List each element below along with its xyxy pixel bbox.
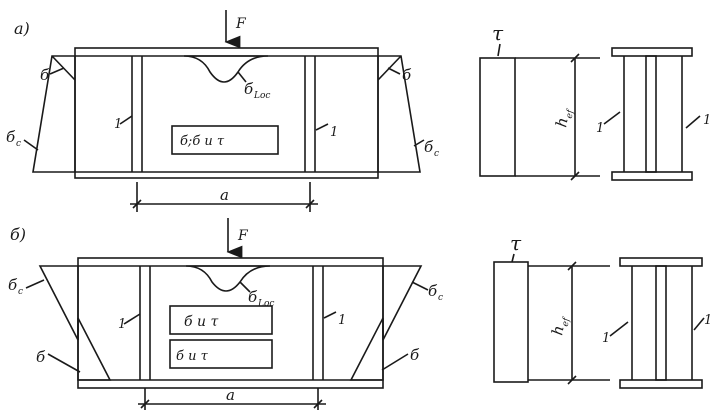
- svg-text:б;б u τ: б;б u τ: [180, 134, 225, 149]
- force-label-b: F: [237, 228, 249, 244]
- sigma-right-b: б: [410, 346, 420, 364]
- sigma-loc-label-b: б Loc: [239, 281, 274, 309]
- stiffener-right-label-a: 1: [330, 125, 338, 140]
- hef-label-b: h: [548, 324, 567, 337]
- stress-box-b1: б u τ: [169, 305, 273, 335]
- svg-text:б u τ: б u τ: [176, 349, 209, 364]
- dimension-a-b: a: [138, 386, 326, 410]
- stress-box-a: б;б u τ: [171, 125, 279, 155]
- panel-a: a) F 1 1 б Loc: [6, 10, 711, 212]
- svg-text:ef: ef: [561, 315, 573, 327]
- svg-text:б: б: [424, 138, 434, 156]
- sigma-c-left-b: б c: [8, 276, 45, 297]
- svg-text:c: c: [438, 293, 443, 303]
- force-arrow-a: F: [224, 10, 247, 49]
- sigma-c-right-b: б c: [411, 281, 443, 303]
- left-stress-diagram-b: [38, 265, 112, 381]
- sigma-c-right-a: б c: [413, 138, 439, 159]
- panel-b: б) F 1 1 б Loc: [8, 218, 711, 410]
- svg-text:б u τ: б u τ: [184, 314, 218, 330]
- spacing-label-a: a: [220, 186, 229, 204]
- svg-text:ef: ef: [565, 107, 577, 119]
- stiffener-left-a: [131, 56, 143, 172]
- force-arrow-b: F: [226, 218, 249, 259]
- tau-label-a: τ: [492, 21, 504, 45]
- stress-box-b2: б u τ: [169, 339, 273, 369]
- stiffener-left-label-b: 1: [118, 317, 126, 332]
- tau-diagram-b: τ: [493, 231, 529, 383]
- section-a: 1 1: [596, 47, 711, 181]
- svg-text:б: б: [8, 276, 18, 294]
- svg-text:c: c: [18, 287, 23, 297]
- sigma-right-a: б: [402, 66, 412, 84]
- tau-diagram-a: τ: [479, 21, 516, 177]
- svg-text:б: б: [428, 282, 438, 300]
- panel-a-label: a): [14, 19, 30, 38]
- section-stiffener-left-a: 1: [596, 121, 604, 136]
- stiffener-right-b: [312, 266, 324, 380]
- svg-text:б: б: [248, 288, 258, 306]
- sigma-left-a: б: [40, 66, 50, 84]
- svg-text:Loc: Loc: [253, 91, 270, 101]
- spacing-label-b: a: [226, 386, 235, 404]
- dimension-a-a: a: [130, 182, 318, 212]
- sigma-loc-diagram-b: [185, 265, 271, 292]
- stiffener-right-label-b: 1: [338, 313, 346, 328]
- svg-text:б: б: [6, 128, 16, 146]
- stiffener-left-label-a: 1: [114, 117, 122, 132]
- sigma-c-left-a: б c: [6, 128, 39, 151]
- right-stress-diagram-b: [349, 265, 423, 381]
- svg-text:c: c: [434, 149, 439, 159]
- svg-text:б: б: [244, 80, 254, 98]
- svg-text:Loc: Loc: [257, 299, 274, 309]
- section-b: 1 1: [602, 257, 711, 389]
- hef-dimension-a: h ef: [515, 53, 600, 181]
- sigma-left-b: б: [36, 348, 46, 366]
- stiffener-right-a: [304, 56, 316, 172]
- panel-b-label: б): [10, 225, 26, 244]
- section-stiffener-left-b: 1: [602, 331, 610, 346]
- hef-dimension-b: h ef: [528, 261, 610, 385]
- beam-a: [74, 47, 379, 179]
- sigma-loc-diagram-a: [183, 55, 269, 83]
- sigma-loc-label-a: б Loc: [237, 71, 270, 101]
- section-stiffener-right-b: 1: [704, 313, 711, 328]
- hef-label-a: h: [552, 116, 571, 129]
- stiffener-left-b: [139, 266, 151, 380]
- section-stiffener-right-a: 1: [703, 113, 711, 128]
- force-label-a: F: [235, 16, 247, 32]
- svg-text:c: c: [16, 139, 21, 149]
- tau-label-b: τ: [510, 231, 522, 255]
